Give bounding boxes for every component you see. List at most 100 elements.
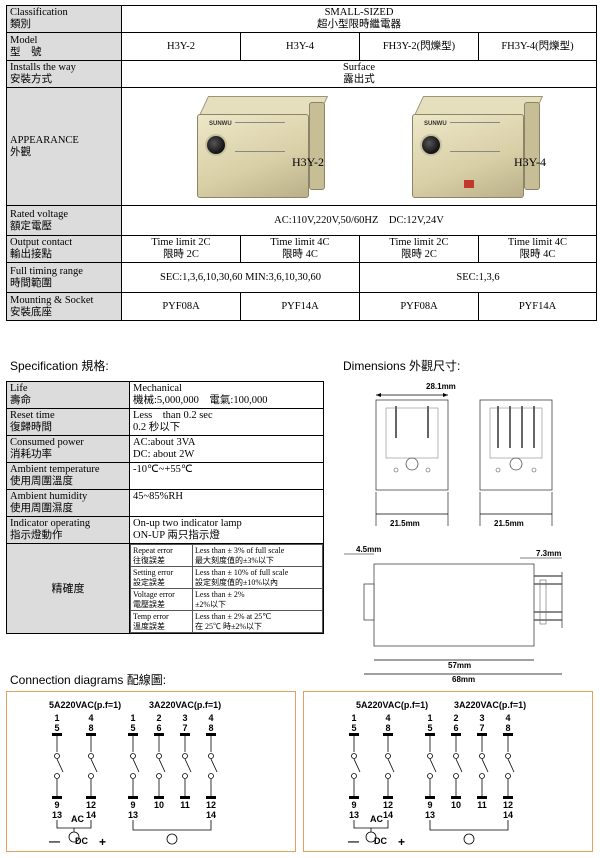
dim-top-width: 28.1mm [426,382,456,391]
terminal-bar [503,796,513,799]
switch-arm [387,758,395,773]
terminal-number: 3 [182,713,187,723]
terminal-number: 11 [180,800,190,810]
terminal-number: 9 [54,800,59,810]
terminal-number: 8 [208,723,213,733]
terminal-number: 5 [427,723,432,733]
side-view [373,563,535,647]
conn-label: 3A220VAC(p.f=1) [454,700,527,710]
contact [351,773,357,779]
dc-label: DC [374,836,387,846]
terminal-number: 5 [54,723,59,733]
ac-source [166,833,178,845]
relay-label-h3y2: H3Y-2 [292,155,324,169]
switch-arm [56,758,64,773]
contact [505,753,511,759]
terminal-number: 8 [505,723,510,733]
terminal-bar [425,796,435,799]
dc-minus: — [49,836,60,848]
terminal-bar [154,733,164,736]
contact [208,773,214,779]
model-cell: FH3Y-4(閃爍型) [478,32,597,61]
terminal-number: 2 [156,713,161,723]
terminal-number: 10 [451,800,461,810]
terminal-number: 10 [154,800,164,810]
conn-label: 3A220VAC(p.f=1) [149,700,222,710]
mounting-cell: PYF08A [359,292,479,321]
dc-plus: + [398,835,406,849]
dim-side-left: 4.5mm [356,545,381,554]
switch-arm [210,758,218,773]
wire [429,820,509,831]
ac-label: AC [71,814,84,824]
relay-photo-h3y2: SUNWU [197,96,329,200]
contact [479,753,485,759]
terminal-number: 11 [477,800,487,810]
model-cell: H3Y-4 [240,32,360,61]
ac-source [463,833,475,845]
terminal-bar [477,733,487,736]
terminal-number: 13 [52,810,62,820]
terminal-number: 3 [479,713,484,723]
terminal-bar [451,796,461,799]
terminal-number: 4 [385,713,390,723]
contact [505,773,511,779]
dimensions-drawing: 28.1mm 21.5mm 21.5mm 4.5mm 7.3mm 57mm 68… [344,382,563,684]
contact [427,753,433,759]
terminal-bar [128,733,138,736]
dim-front-right: 21.5mm [494,519,524,528]
terminal-number: 1 [54,713,59,723]
terminal-number: 5 [351,723,356,733]
terminal-number: 14 [86,810,96,820]
dim-front-left: 21.5mm [390,519,420,528]
terminal-number: 4 [505,713,510,723]
terminal-bar [206,733,216,736]
terminal-bar [180,733,190,736]
dim-side-total: 68mm [452,675,475,684]
relay-brand: SUNWU [209,121,232,127]
contact [453,773,459,779]
contact [182,773,188,779]
switch-arm [353,758,361,773]
terminal-number: 7 [182,723,187,733]
spec-value: -10℃~+55℃ [129,462,324,490]
dc-label: DC [75,836,88,846]
terminal-number: 14 [503,810,513,820]
terminal-number: 14 [383,810,393,820]
terminal-bar [128,796,138,799]
front-view-left [375,399,449,491]
terminal-number: 9 [130,800,135,810]
terminal-number: 12 [86,800,96,810]
contact [208,753,214,759]
terminal-number: 1 [427,713,432,723]
terminal-number: 7 [479,723,484,733]
terminal-number: 2 [453,713,458,723]
conn-label: 5A220VAC(p.f=1) [49,700,122,710]
contact [182,753,188,759]
terminal-number: 13 [349,810,359,820]
terminal-number: 12 [383,800,393,810]
contact [88,753,94,759]
timing-range-right: SEC:1,3,6 [359,262,597,293]
terminal-number: 12 [206,800,216,810]
contact [54,773,60,779]
